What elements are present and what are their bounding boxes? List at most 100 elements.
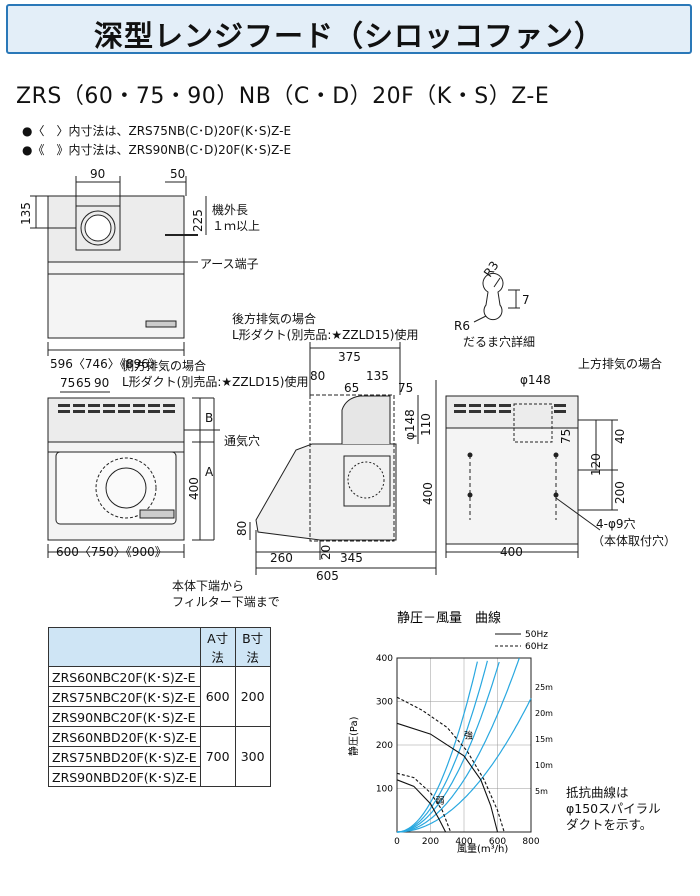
- note-90: ●《 》内寸法は、ZRS90NB(C･D)20F(K･S)Z-E: [22, 143, 292, 157]
- dim-50: 50: [170, 167, 185, 181]
- y-tick-label: 400: [376, 654, 393, 664]
- dim-345: 345: [340, 551, 363, 565]
- plot-frame: [396, 657, 532, 833]
- chart-title: 静圧－風量 曲線: [397, 610, 501, 626]
- label-back-exhaust: 後方排気の場合: [232, 311, 316, 326]
- resistance-label: 5m: [535, 787, 548, 796]
- dim-90-lower: 90: [94, 376, 109, 390]
- dim-A: A: [205, 465, 214, 479]
- x-tick-label: 800: [522, 837, 539, 847]
- spec-model-row: ZRS75NBC20F(K･S)Z-E: [48, 686, 201, 707]
- pq-curve: [396, 722, 499, 833]
- resistance-curve: [396, 660, 488, 833]
- chart-xlabel: 風量(m³/h): [457, 843, 508, 855]
- dim-110: 110: [419, 413, 433, 436]
- top-view: [445, 395, 618, 558]
- label-cable: 機外長: [212, 202, 248, 217]
- pq-curve: [396, 696, 505, 833]
- resistance-label: 15m: [535, 735, 553, 744]
- label-holes-note: （本体取付穴）: [592, 533, 676, 548]
- side-view: [249, 342, 437, 575]
- spec-header-model: [48, 627, 201, 667]
- dim-400-lower: 400: [187, 477, 201, 500]
- resistance-curve: [397, 661, 500, 833]
- label-side-exhaust: 側方排気の場合: [122, 358, 206, 373]
- mounting-holes: [467, 452, 559, 498]
- dim-75-lower: 75: [60, 376, 75, 390]
- pq-curve: [396, 772, 452, 833]
- dim-605: 605: [316, 569, 339, 583]
- resistance-curve: [397, 698, 532, 833]
- dim-lower-width: 600〈750〉《900》: [56, 545, 167, 559]
- dim-400-side: 400: [421, 482, 435, 505]
- y-tick-label: 100: [376, 785, 393, 795]
- spec-header-a: A寸法: [199, 627, 236, 667]
- legend-label: 60Hz: [525, 642, 548, 652]
- spec-model-row: ZRS90NBC20F(K･S)Z-E: [48, 706, 201, 727]
- front-view: [30, 176, 207, 356]
- label-earth: アース端子: [200, 257, 259, 271]
- dim-80-top: 80: [310, 369, 325, 383]
- chart-ylabel: 静圧(Pa): [347, 716, 360, 756]
- dim-75-side: 75: [398, 381, 413, 395]
- dim-200: 200: [613, 481, 627, 504]
- vent-slots-top: [454, 404, 566, 413]
- dim-phi148-top: φ148: [520, 373, 551, 387]
- dim-225: 225: [191, 209, 205, 232]
- vent-slots-lower: [58, 404, 175, 413]
- dim-phi148-side: φ148: [403, 409, 417, 440]
- label-back-duct: L形ダクト(別売品:★ZZLD15)使用: [232, 327, 419, 342]
- label-side-duct: L形ダクト(別売品:★ZZLD15)使用: [122, 374, 309, 389]
- dim-120: 120: [589, 453, 603, 476]
- page-title: 深型レンジフード（シロッコファン）: [93, 19, 604, 53]
- resistance-label: 10m: [535, 761, 553, 770]
- y-tick-label: 200: [376, 741, 393, 751]
- title-bar: 深型レンジフード（シロッコファン）: [6, 4, 692, 54]
- lower-front-view: [47, 391, 220, 558]
- spec-a-value: 600: [199, 666, 236, 727]
- spec-a-value: 700: [199, 726, 236, 787]
- label-hole-detail: だるま穴詳細: [463, 334, 535, 349]
- dim-135-side: 135: [366, 369, 389, 383]
- legend-label: 50Hz: [525, 630, 548, 640]
- dim-400-top: 400: [500, 545, 523, 559]
- label-top-exhaust: 上方排気の場合: [578, 356, 662, 371]
- x-tick-label: 400: [455, 837, 472, 847]
- spec-table: A寸法 B寸法 ZRS60NBC20F(K･S)Z-E 600 200 ZRS7…: [48, 627, 271, 787]
- dim-B: B: [205, 411, 213, 425]
- dim-7: 7: [522, 293, 530, 307]
- x-tick-label: 600: [489, 837, 506, 847]
- annotation-line2: φ150スパイラル: [566, 801, 661, 816]
- spec-header-b: B寸法: [234, 627, 271, 667]
- dim-65-lower: 65: [76, 376, 91, 390]
- dim-75-top: 75: [559, 429, 573, 444]
- label-vent: 通気穴: [224, 433, 260, 448]
- annotation-line3: ダクトを示す。: [566, 817, 653, 832]
- dim-40: 40: [613, 429, 627, 444]
- label-filter1: 本体下端から: [172, 579, 244, 593]
- spec-b-value: 300: [234, 726, 271, 787]
- x-tick-label: 0: [394, 837, 400, 847]
- hole-detail: [473, 272, 520, 323]
- label-filter2: フィルター下端まで: [172, 595, 280, 609]
- dim-front-width: 596〈746〉《896》: [50, 357, 161, 371]
- dim-20: 20: [319, 545, 333, 560]
- spec-model-row: ZRS60NBD20F(K･S)Z-E: [48, 726, 201, 747]
- speed-label: 強: [464, 729, 473, 741]
- spec-model-row: ZRS75NBD20F(K･S)Z-E: [48, 746, 201, 767]
- dim-90-top: 90: [90, 167, 105, 181]
- speed-label: 弱: [436, 796, 445, 807]
- dim-80-side: 80: [235, 521, 249, 536]
- spec-b-value: 200: [234, 666, 271, 727]
- duct-opening: [80, 210, 116, 246]
- annotation-line1: 抵抗曲線は: [566, 785, 629, 800]
- label-cable2: １ｍ以上: [212, 219, 260, 233]
- resistance-curve: [396, 661, 478, 833]
- y-tick-label: 300: [376, 698, 393, 708]
- pq-curve: [396, 779, 447, 833]
- spec-model-row: ZRS90NBD20F(K･S)Z-E: [48, 766, 201, 787]
- dim-260: 260: [270, 551, 293, 565]
- resistance-curve: [397, 657, 520, 833]
